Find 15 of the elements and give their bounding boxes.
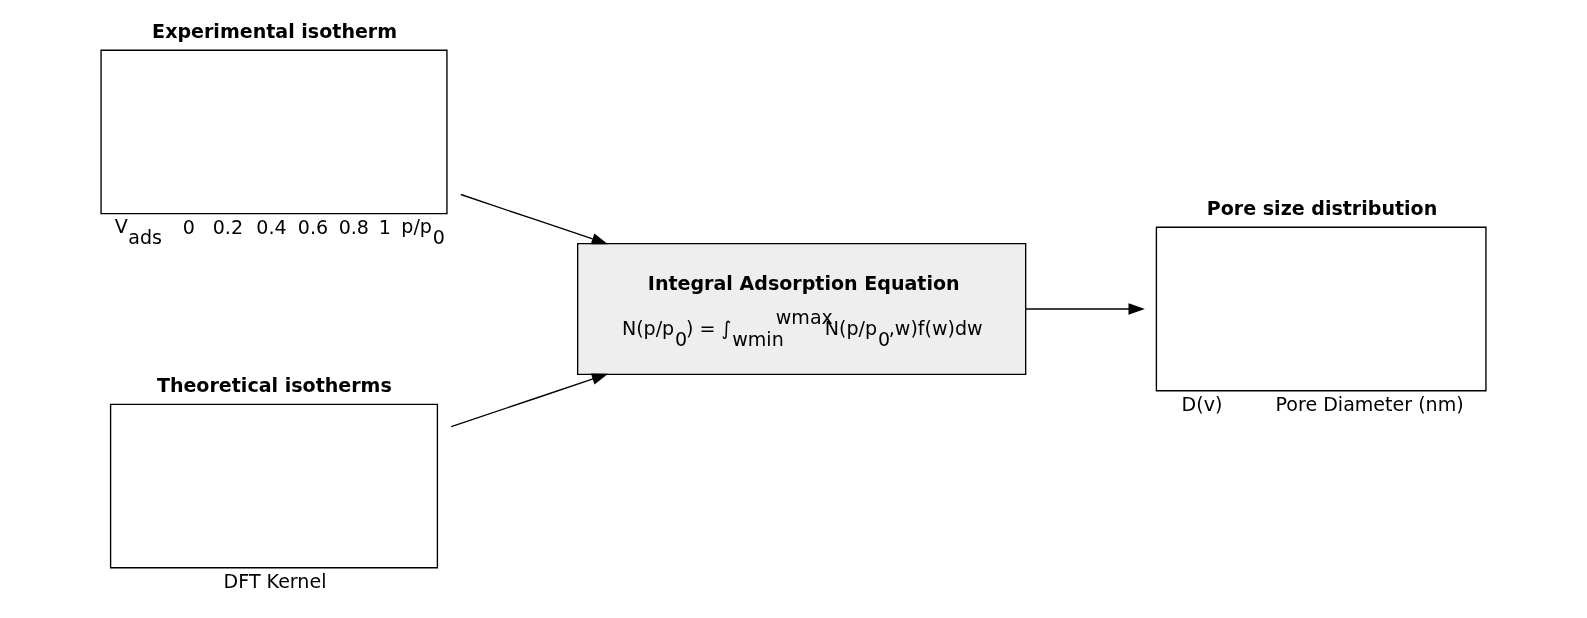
node-label: 0.8 <box>338 216 369 239</box>
arrow <box>450 373 609 428</box>
node-label: Theoretical isotherms <box>156 374 392 397</box>
node-label: 0.4 <box>256 216 287 239</box>
node-label: 0.6 <box>297 216 329 239</box>
node-label: D(v) <box>1181 393 1223 416</box>
node-label: Pore Diameter (nm) <box>1275 393 1464 416</box>
node-label: DFT Kernel <box>223 570 327 593</box>
node-label: 0.2 <box>212 216 244 239</box>
node-label: 1 <box>378 216 391 239</box>
node-label: Pore size distribution <box>1206 197 1438 220</box>
arrow <box>460 193 608 245</box>
node-label: Experimental isotherm <box>152 20 398 43</box>
node-label: 0 <box>182 216 195 239</box>
arrow <box>1025 303 1145 315</box>
